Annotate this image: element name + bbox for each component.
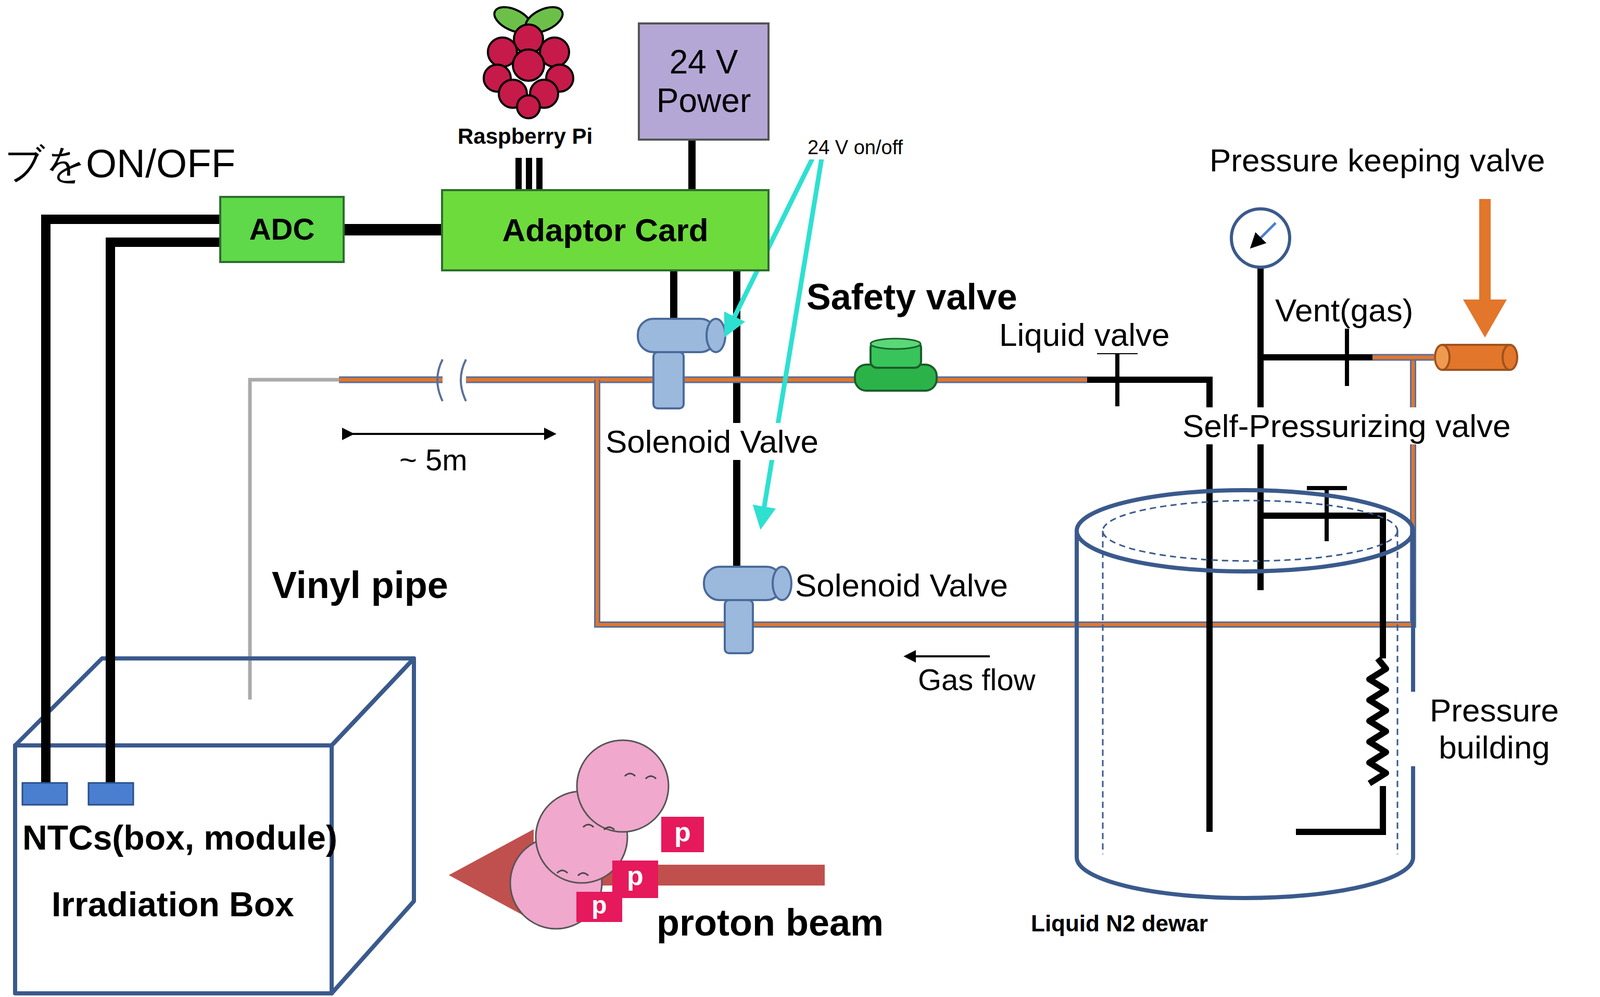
adaptor-card-box: Adaptor Card — [441, 189, 770, 272]
node-text: Liquid N2 dewar — [1030, 910, 1208, 937]
label: Pressure building — [1405, 691, 1583, 766]
dewar-vessel — [1076, 489, 1414, 898]
label: Vinyl pipe — [270, 563, 450, 607]
label: 24 V on/off — [805, 136, 905, 160]
pressure-gauge — [1231, 208, 1290, 268]
power-supply-box: 24 V Power — [637, 22, 770, 141]
wire — [688, 140, 696, 190]
dimension-arrow — [351, 432, 554, 435]
node-text: Adaptor Card — [501, 211, 709, 249]
wire — [110, 242, 220, 746]
control-wire — [673, 271, 737, 567]
coil — [1369, 658, 1387, 786]
label: Safety valve — [804, 275, 1019, 319]
label: Liquid valve — [997, 316, 1171, 354]
label: p — [661, 816, 704, 848]
vinyl-pipe — [249, 379, 339, 700]
label: Pressure keeping valve — [1207, 141, 1547, 179]
label: p — [576, 890, 623, 919]
node-text: NTCs(box, module) — [22, 817, 338, 858]
pressure-keeping-valve — [1434, 198, 1518, 370]
pipe-break — [437, 359, 466, 401]
pipe — [338, 357, 1434, 625]
node-text: 24 V Power — [648, 43, 760, 120]
dewar: Liquid N2 dewar — [1020, 484, 1438, 953]
safety-valve — [854, 338, 937, 391]
node-text: Irradiation Box — [51, 884, 295, 925]
wire — [344, 223, 442, 236]
wire — [45, 219, 220, 746]
label: ~ 5m — [397, 442, 470, 478]
label: Self-Pressurizing valve — [1180, 407, 1513, 445]
label: p — [612, 860, 659, 892]
flow-arrow — [905, 654, 990, 658]
irradiation-box-outline — [15, 658, 414, 993]
label: Solenoid Valve — [603, 422, 821, 460]
adc-box: ADC — [219, 195, 345, 263]
node-text: ADC — [249, 211, 316, 247]
proton-beam — [448, 739, 825, 929]
irradiation-box: NTCs(box, module) Irradiation Box — [15, 745, 414, 995]
label: proton beam — [654, 900, 886, 944]
label: ブをON/OFF — [3, 140, 237, 186]
label: Raspberry Pi — [456, 123, 595, 149]
ntc-sensor — [22, 741, 134, 805]
label: Vent(gas) — [1273, 291, 1415, 329]
label: Solenoid Valve — [793, 566, 1010, 604]
raspberry-pi-logo — [483, 2, 574, 190]
label: Gas flow — [916, 662, 1038, 698]
